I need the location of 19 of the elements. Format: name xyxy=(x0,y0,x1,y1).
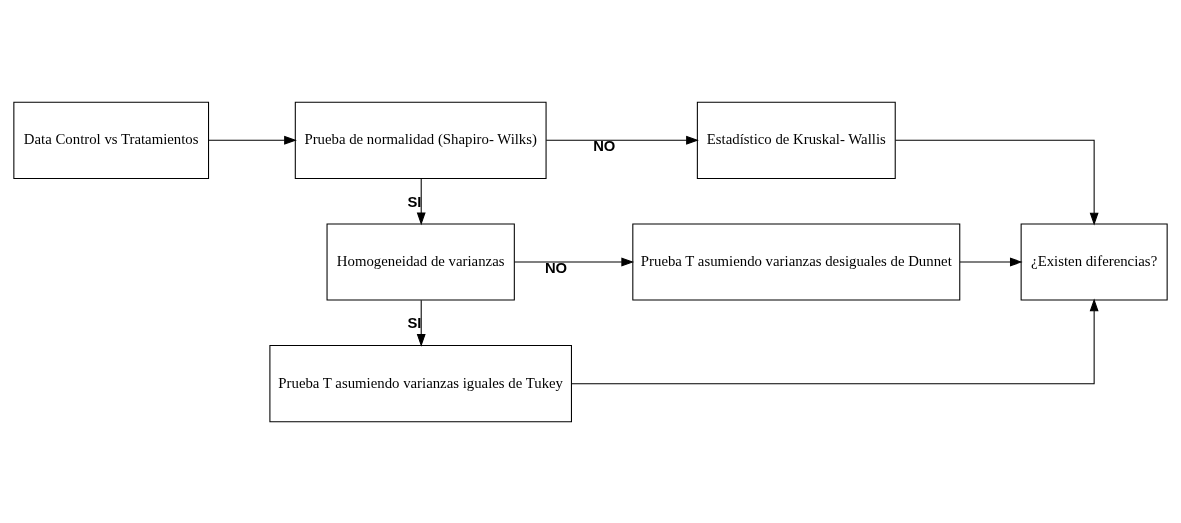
node-box: Prueba T asumiendo varianzas desiguales de Dunnet xyxy=(632,222,961,301)
node-box: Homogeneidad de varianzas xyxy=(326,222,515,301)
node-box: ¿Existen diferencias? xyxy=(1020,222,1168,301)
arrow xyxy=(416,177,426,225)
arrow xyxy=(208,135,297,145)
node-box: Data Control vs Tratamientos xyxy=(13,101,210,179)
node-box: Prueba de normalidad (Shapiro- Wilks) xyxy=(294,101,547,179)
node-box: Prueba T asumiendo varianzas iguales de Tukey xyxy=(269,344,572,422)
arrow xyxy=(416,299,426,347)
arrow xyxy=(513,257,635,266)
node-box: Estadístico de Kruskal- Wallis xyxy=(696,101,896,179)
arrow xyxy=(545,135,699,145)
arrow xyxy=(959,257,1023,266)
arrow xyxy=(571,298,1099,384)
edge-label: NO xyxy=(593,137,616,154)
edge-label: SI xyxy=(407,314,422,331)
arrow xyxy=(894,139,1099,225)
edge-label: NO xyxy=(544,259,568,276)
edge-label: SI xyxy=(407,193,422,210)
